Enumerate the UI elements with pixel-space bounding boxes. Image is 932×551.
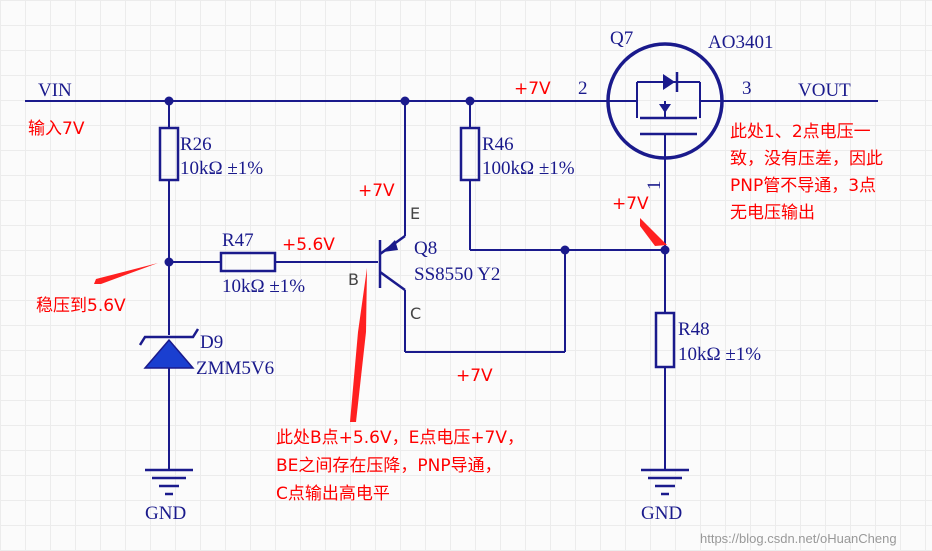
zener-diode-d9 (138, 328, 200, 369)
r46-ref: R46 (482, 134, 514, 155)
annotation-top-7v: +7V (514, 79, 551, 99)
svg-text:PNP管不导通，3点: PNP管不导通，3点 (730, 176, 876, 196)
mosfet-q7 (606, 42, 725, 160)
net-label-gnd-left: GND (145, 503, 186, 524)
d9-ref: D9 (200, 332, 223, 353)
svg-text:此处1、2点电压一: 此处1、2点电压一 (730, 122, 871, 142)
svg-text:BE之间存在压降，PNP导通，: BE之间存在压降，PNP导通， (276, 456, 502, 476)
svg-text:此处B点+5.6V，E点电压+7V，: 此处B点+5.6V，E点电压+7V， (276, 428, 524, 448)
junction-dot (164, 96, 174, 106)
svg-text:C点输出高电平: C点输出高电平 (276, 484, 390, 504)
junction-dot (400, 96, 410, 106)
q7-pin-3: 3 (742, 78, 752, 99)
svg-text:无电压输出: 无电压输出 (730, 203, 815, 223)
r47-ref: R47 (222, 230, 254, 251)
r48-ref: R48 (678, 319, 710, 340)
net-label-vout: VOUT (798, 80, 851, 101)
q8-pin-e: E (410, 204, 420, 223)
q8-pin-b: B (348, 270, 359, 289)
junction-dot (660, 245, 670, 255)
r46-value: 100kΩ ±1% (482, 158, 575, 179)
arrow-gate (640, 218, 667, 246)
annotation-q8-note: 此处B点+5.6V，E点电压+7V， BE之间存在压降，PNP导通， C点输出高… (276, 428, 524, 504)
r47-value: 10kΩ ±1% (222, 276, 305, 297)
r26-value: 10kΩ ±1% (180, 158, 263, 179)
annotation-emitter-7v: +7V (358, 181, 395, 201)
svg-text:致，没有压差，因此: 致，没有压差，因此 (730, 149, 883, 169)
q8-part: SS8550 Y2 (414, 264, 500, 285)
ground-symbol-left (145, 468, 193, 496)
q7-ref: Q7 (610, 28, 633, 49)
annotation-q7-note: 此处1、2点电压一 致，没有压差，因此 PNP管不导通，3点 无电压输出 (730, 122, 883, 223)
annotation-base-56v: +5.6V (282, 235, 335, 255)
r26-ref: R26 (180, 134, 212, 155)
q7-pin-2: 2 (578, 78, 588, 99)
r48-value: 10kΩ ±1% (678, 344, 761, 365)
junction-dot (465, 96, 475, 106)
transistor-q8 (378, 234, 406, 292)
arrow-regulate (94, 263, 158, 284)
resistor-r47 (219, 251, 277, 273)
junctions (164, 96, 670, 267)
annotation-gate-7v: +7V (612, 194, 649, 214)
annotation-collector-7v: +7V (456, 366, 493, 386)
q7-part: AO3401 (708, 32, 773, 53)
d9-part: ZMM5V6 (196, 358, 274, 379)
q8-pin-c: C (410, 304, 421, 323)
annotation-input-7v: 输入7V (28, 119, 85, 139)
resistor-r26 (158, 126, 180, 182)
junction-dot (164, 257, 174, 267)
q7-pin-1: 1 (644, 181, 665, 191)
junction-dot (560, 245, 570, 255)
q8-ref: Q8 (414, 238, 437, 259)
annotation-regulate: 稳压到5.6V (36, 296, 126, 316)
resistor-r48 (654, 311, 676, 369)
ground-symbol-right (641, 468, 689, 496)
net-label-gnd-right: GND (641, 503, 682, 524)
net-label-vin: VIN (38, 80, 72, 101)
arrow-base (350, 268, 367, 422)
watermark: https://blog.csdn.net/oHuanCheng (700, 531, 897, 546)
resistor-r46 (459, 126, 481, 182)
